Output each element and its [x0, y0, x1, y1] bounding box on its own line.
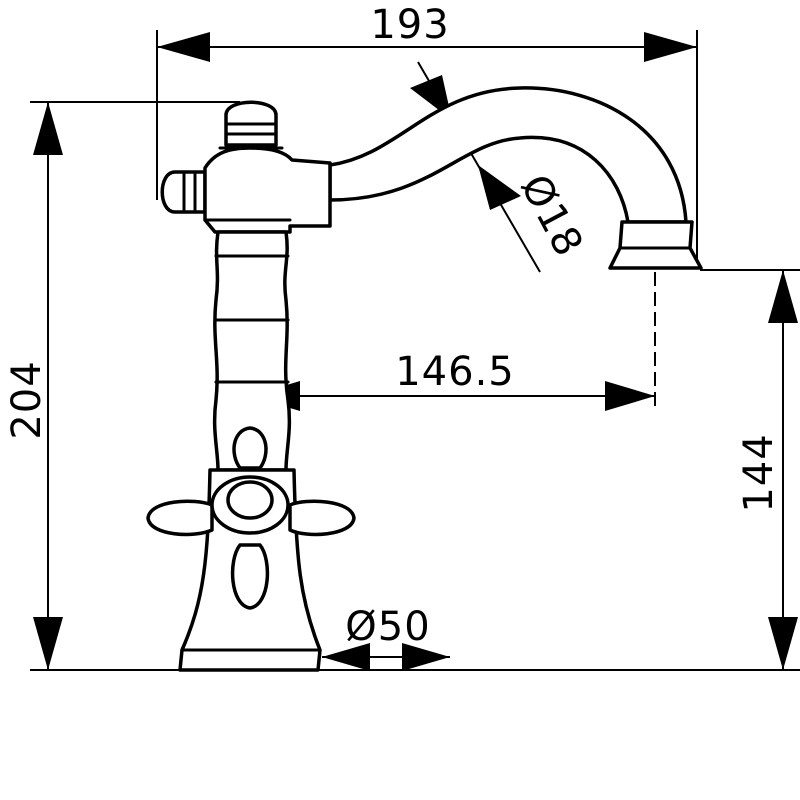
dimension-label-spout-reach: 146.5	[395, 349, 515, 395]
dimension-spout-height: 144	[736, 270, 798, 670]
dimension-label-spout-diameter: Ø18	[511, 167, 592, 264]
arrowhead-right	[402, 643, 450, 671]
arrowhead-bottom	[33, 617, 63, 670]
dimension-spout-reach: 146.5	[250, 349, 655, 411]
spout	[328, 86, 688, 224]
arrowhead-left	[322, 643, 370, 671]
extension-lines	[30, 30, 800, 671]
arrowhead-bottom	[768, 617, 798, 670]
arrowhead-top	[768, 270, 798, 323]
dimension-label-spout-height: 144	[736, 433, 782, 512]
arrowhead-right	[644, 32, 697, 62]
arrowhead-right	[605, 381, 655, 411]
faucet	[146, 86, 703, 672]
dimension-label-overall-height: 204	[4, 360, 50, 439]
dimension-label-base-diameter: Ø50	[345, 604, 430, 650]
cross-handle	[146, 426, 356, 610]
spout-aerator	[608, 220, 703, 270]
arrowhead-left	[157, 32, 210, 62]
arrowhead-bottom	[478, 165, 521, 210]
dimension-base-diameter: Ø50	[322, 604, 450, 671]
dimension-overall-width: 193	[157, 2, 697, 62]
arrowhead-top	[33, 102, 63, 155]
dimension-label-overall-width: 193	[370, 2, 449, 48]
dimension-overall-height: 204	[4, 102, 63, 670]
